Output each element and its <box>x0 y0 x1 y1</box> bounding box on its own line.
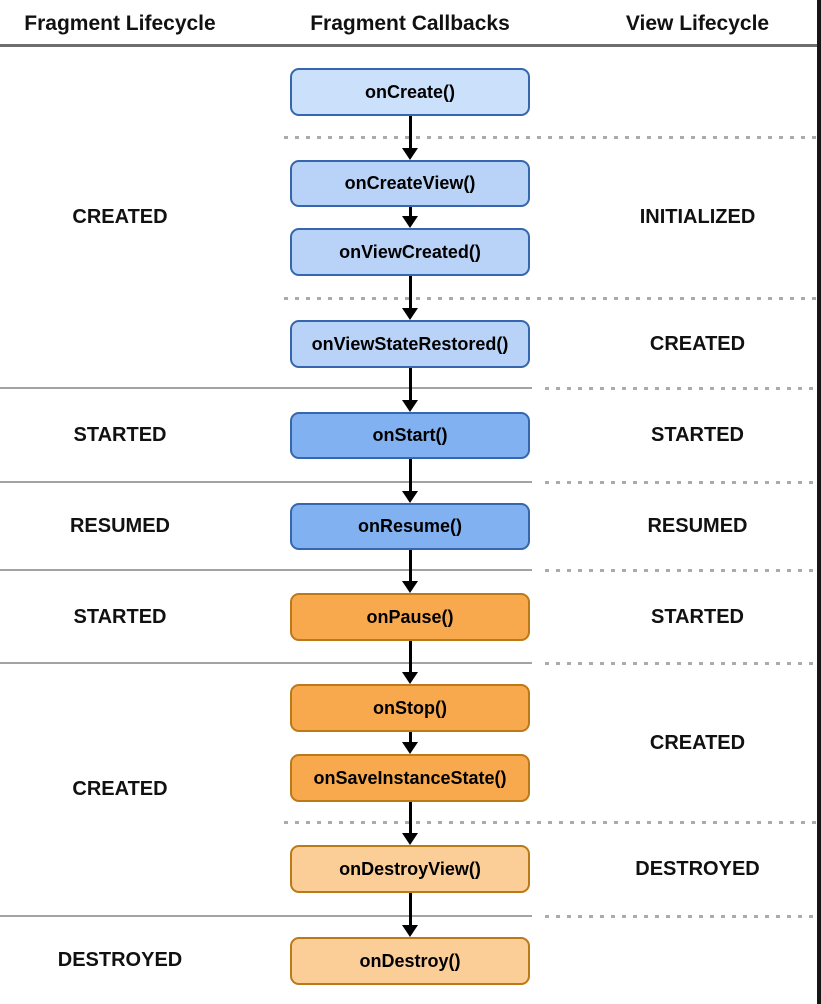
callback-box-oncreate: onCreate() <box>290 68 530 116</box>
view-dashed-divider <box>545 915 821 918</box>
callback-box-onviewstaterestored: onViewStateRestored() <box>290 320 530 368</box>
flow-arrow-onstart-to-onresume <box>402 459 418 503</box>
fragment-solid-divider <box>0 481 532 483</box>
callback-box-ondestroyview: onDestroyView() <box>290 845 530 893</box>
view-dashed-divider <box>284 297 821 300</box>
callback-box-onviewcreated: onViewCreated() <box>290 228 530 276</box>
fragment-state-destroyed: DESTROYED <box>57 949 183 971</box>
callback-box-onpause: onPause() <box>290 593 530 641</box>
flow-arrow-oncreate-to-oncreateview <box>402 116 418 160</box>
arrowhead-icon <box>402 216 418 228</box>
view-dashed-divider <box>545 481 821 484</box>
flow-arrow-onviewcreated-to-onviewstaterestored <box>402 276 418 320</box>
column-header-fragment-lifecycle: Fragment Lifecycle <box>24 12 216 35</box>
arrowhead-icon <box>402 742 418 754</box>
fragment-state-started: STARTED <box>73 424 167 446</box>
view-dashed-divider <box>545 662 821 665</box>
fragment-state-resumed: RESUMED <box>69 515 170 537</box>
fragment-state-started-2: STARTED <box>73 606 167 628</box>
fragment-solid-divider <box>0 915 532 917</box>
fragment-state-created-2: CREATED <box>72 778 168 800</box>
fragment-solid-divider <box>0 569 532 571</box>
flow-arrow-onviewstaterestored-to-onstart <box>402 368 418 412</box>
screen-edge-artifact <box>817 0 821 1004</box>
flow-arrow-onresume-to-onpause <box>402 550 418 593</box>
callback-box-onstop: onStop() <box>290 684 530 732</box>
view-dashed-divider <box>284 136 821 139</box>
arrowhead-icon <box>402 833 418 845</box>
arrowhead-icon <box>402 491 418 503</box>
arrowhead-icon <box>402 308 418 320</box>
fragment-state-created: CREATED <box>72 206 168 228</box>
view-state-initialized: INITIALIZED <box>639 206 756 228</box>
callback-box-onsaveinstancestate: onSaveInstanceState() <box>290 754 530 802</box>
view-dashed-divider <box>545 569 821 572</box>
view-dashed-divider <box>545 387 821 390</box>
view-dashed-divider <box>284 821 821 824</box>
callback-box-oncreateview: onCreateView() <box>290 160 530 207</box>
flow-arrow-onsaveinstancestate-to-ondestroyview <box>402 802 418 845</box>
fragment-solid-divider <box>0 662 532 664</box>
view-state-resumed: RESUMED <box>647 515 748 537</box>
view-state-destroyed: DESTROYED <box>635 858 760 880</box>
view-state-created-2: CREATED <box>649 732 746 754</box>
flow-arrow-onstop-to-onsaveinstancestate <box>402 732 418 754</box>
arrowhead-icon <box>402 148 418 160</box>
callback-box-onresume: onResume() <box>290 503 530 550</box>
arrowhead-icon <box>402 672 418 684</box>
view-state-created: CREATED <box>649 333 746 355</box>
column-header-fragment-callbacks: Fragment Callbacks <box>310 12 510 35</box>
fragment-solid-divider <box>0 387 532 389</box>
flow-arrow-onpause-to-onstop <box>402 641 418 684</box>
flow-arrow-oncreateview-to-onviewcreated <box>402 207 418 228</box>
callback-box-onstart: onStart() <box>290 412 530 459</box>
arrowhead-icon <box>402 581 418 593</box>
column-header-view-lifecycle: View Lifecycle <box>625 12 770 35</box>
view-state-started-2: STARTED <box>651 606 744 628</box>
header-divider-line <box>0 44 821 47</box>
callback-box-ondestroy: onDestroy() <box>290 937 530 985</box>
arrowhead-icon <box>402 400 418 412</box>
view-state-started: STARTED <box>651 424 744 446</box>
arrowhead-icon <box>402 925 418 937</box>
flow-arrow-ondestroyview-to-ondestroy <box>402 893 418 937</box>
